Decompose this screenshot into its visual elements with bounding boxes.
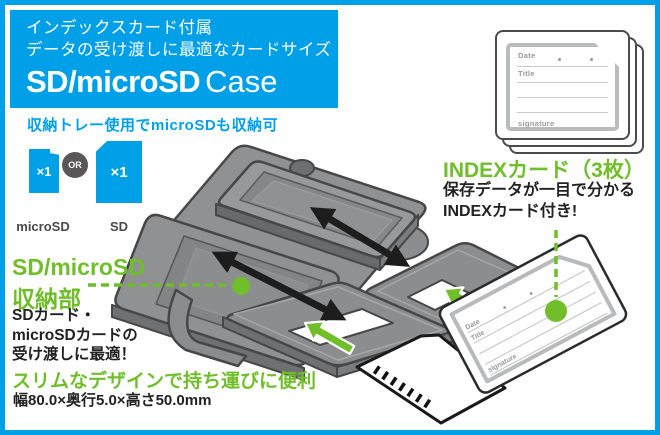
- product-title-bold: SD/microSD: [26, 64, 201, 99]
- index-card-photo: Date Title signature: [438, 234, 628, 394]
- stack-card-front: Date Title signature: [495, 30, 630, 140]
- tagline-line1: インデックスカード付属: [26, 19, 213, 37]
- callout-connectors: [88, 230, 567, 322]
- sd-card-icon: ×1: [96, 141, 142, 203]
- field-line: [517, 66, 608, 67]
- index-card-title-label: Title: [518, 69, 535, 78]
- carry-clip: [167, 288, 248, 368]
- or-badge: OR: [62, 152, 88, 178]
- slim-note-title: スリムなデザインで持ち運びに便利: [12, 371, 317, 392]
- sd-label: SD: [109, 219, 129, 234]
- storage-note-line3: 受け渡しに最適！: [12, 346, 137, 363]
- field-line: [517, 82, 608, 83]
- index-card-date-label: Date: [518, 51, 536, 60]
- slim-note-dimensions: 幅80.0×奥行5.0×高さ50.0mm: [13, 392, 212, 409]
- field-line: [517, 97, 608, 98]
- slide-arrows: [211, 207, 411, 321]
- insert-arrow-icon: [303, 320, 356, 355]
- sd-count: ×1: [110, 163, 128, 181]
- tagline-line2: データの受け渡しに最適なカードサイズ: [26, 41, 332, 59]
- date-dot: [590, 58, 593, 61]
- storage-note-body: SDカード・ microSDカードの 受け渡しに最適！: [12, 306, 138, 365]
- header-banner: インデックスカード付属 データの受け渡しに最適なカードサイズ SD/microS…: [10, 10, 338, 108]
- callout-dot: [545, 300, 567, 322]
- storage-note-line1: SDカード・: [12, 307, 96, 324]
- date-dot: [558, 58, 561, 61]
- product-title-light: Case: [205, 64, 278, 99]
- double-arrow-icon: [211, 251, 347, 321]
- field-line: [517, 132, 608, 133]
- sub-headline: 収納トレー使用でmicroSDも収納可: [27, 117, 279, 134]
- index-card-stack: Date Title signature: [495, 30, 647, 158]
- microsd-card-icon: ×1: [29, 149, 59, 193]
- field-line: [517, 112, 608, 113]
- index-note-line1: 保存データが一目で分かる: [443, 182, 636, 199]
- storage-note-title1: SD/microSD: [12, 254, 145, 280]
- microsd-label: microSD: [16, 219, 70, 234]
- index-note-title: INDEXカード（3枚）: [443, 159, 645, 182]
- index-note-body: 保存データが一目で分かる INDEXカード付き!: [443, 181, 635, 222]
- callout-dot: [232, 277, 250, 295]
- storage-note-title2: 収納部: [12, 286, 81, 312]
- double-arrow-icon: [309, 207, 411, 267]
- microsd-count: ×1: [36, 163, 52, 179]
- index-note-line2: INDEXカード付き!: [443, 202, 578, 220]
- index-card-frame: Date Title signature: [506, 43, 619, 131]
- storage-note-line2: microSDカードの: [12, 326, 138, 344]
- index-card-signature-label: signature: [518, 119, 555, 128]
